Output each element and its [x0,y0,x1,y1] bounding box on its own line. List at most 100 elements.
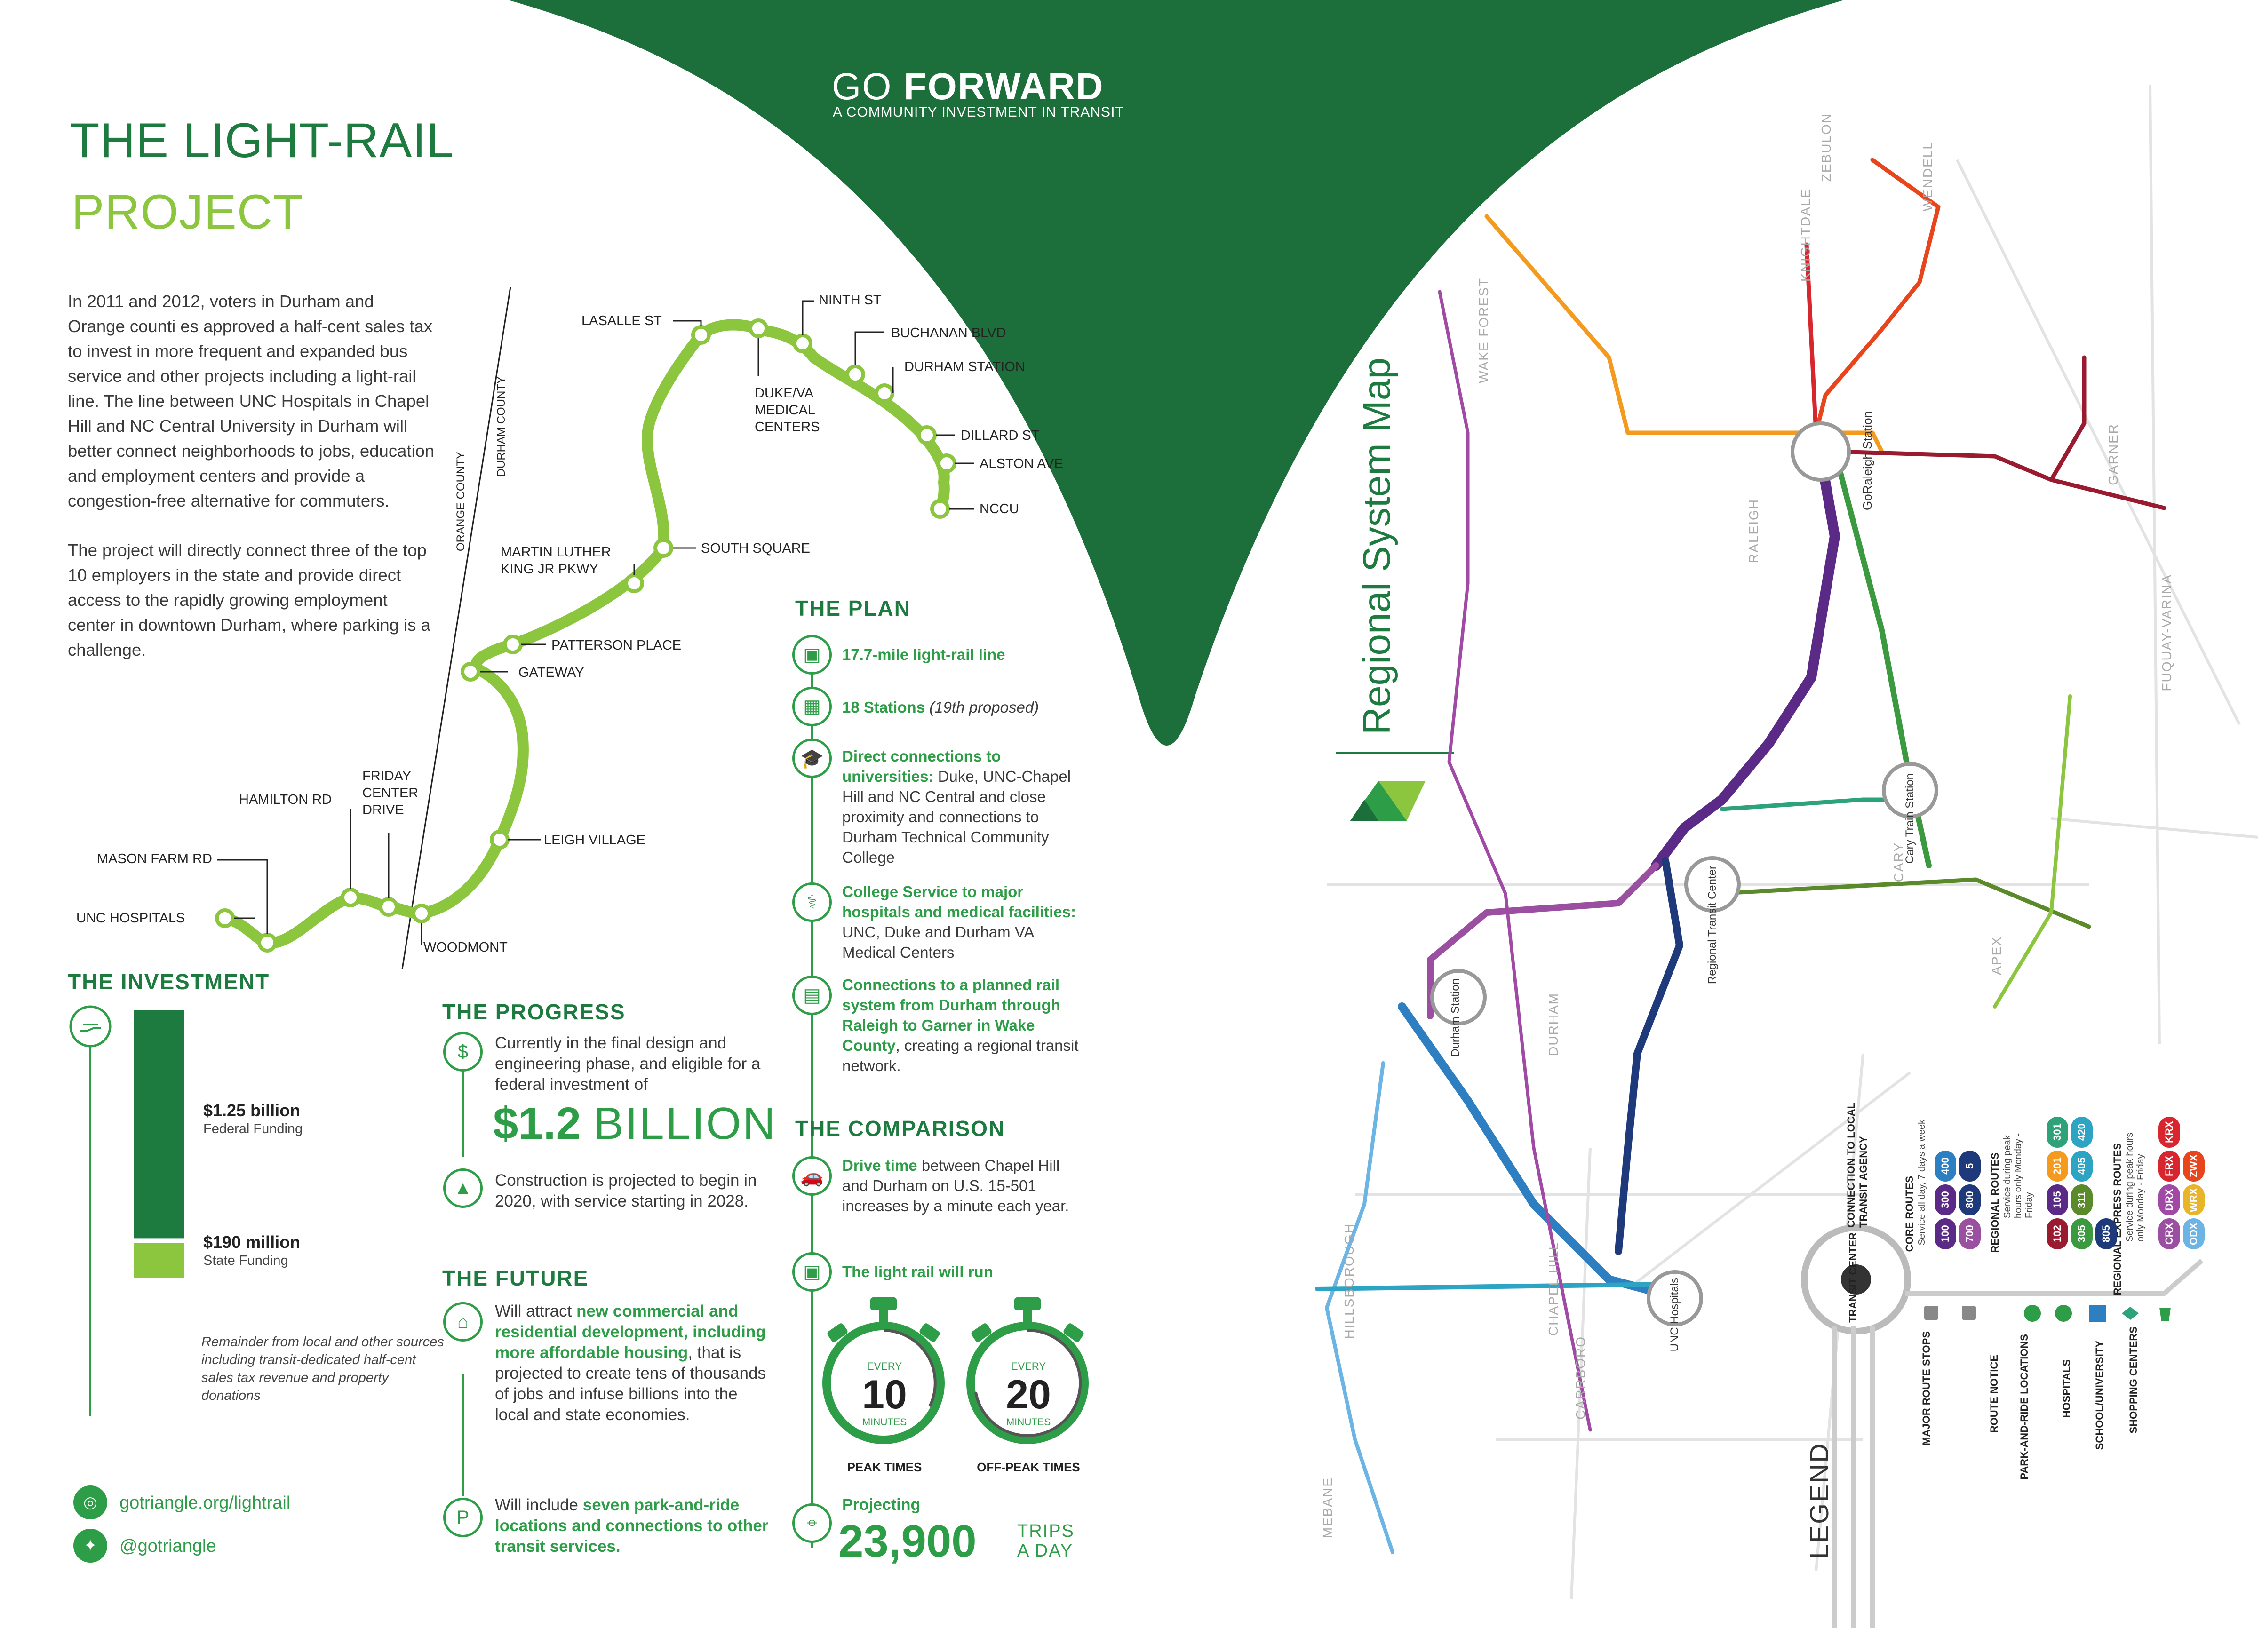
stop-label-dillard: DILLARD ST [961,428,1040,443]
regional-route-pill: 805 [2095,1218,2117,1249]
stop-label-mlk: MARTIN LUTHER KING JR PKWY [501,545,611,577]
route-red-2 [1814,158,1941,435]
hub-label-rtc: Regional Transit Center [1706,866,1719,985]
header-arch-shape [508,0,1844,746]
future-item-2-bold: seven park-and-ride locations and connec… [495,1496,769,1556]
station-leaders [217,300,974,945]
comparison-item-1-bold: Drive time [842,1157,917,1174]
hub-label-unc: UNC Hospitals [1668,1278,1681,1352]
stop-label-lasalle: LASALLE ST [581,313,662,328]
hub-cary [1882,762,1938,818]
express-route-pill: KRX [2158,1117,2180,1148]
city-carrboro: CARRBORO [1573,1336,1588,1420]
station-markers [215,318,956,953]
big-amount-word: BILLION [593,1098,777,1149]
future-item-1: Will attract new commercial and resident… [495,1301,768,1425]
legend-connection: CONNECTION TO LOCAL TRANSIT AGENCY [1845,1103,1869,1228]
city-durham: DURHAM [1546,993,1561,1056]
regional-system-map [1315,84,2259,1600]
legend-route-notice: ROUTE NOTICE [1988,1355,2000,1433]
transit-hubs [1430,421,1938,1326]
train-icon: ▣ [792,635,832,675]
offpeak-every: EVERY [1011,1360,1046,1372]
house-icon: ⌂ [443,1302,483,1342]
legend-transit-center: TRANSIT CENTER [1847,1232,1859,1323]
express-route-pill: ODX [2183,1218,2205,1249]
offpeak-unit: MINUTES [1006,1417,1051,1428]
hub-label-goraleigh: GoRaleigh Station [1860,411,1874,511]
future-item-1-pre: Will attract [495,1302,577,1320]
city-wake-forest: WAKE FOREST [1476,278,1491,383]
route-red [1804,242,1818,435]
regional-route-pill: 105 [2047,1184,2068,1215]
legend-title: LEGEND [1804,1442,1834,1559]
park-ride-legend-icon [2055,1305,2072,1322]
route-notice-icon [2024,1305,2041,1322]
rail-car-icon: ▤ [792,976,832,1015]
stopwatch-graphics [822,1297,1089,1444]
comparison-item-1-rest: between Chapel Hill and Durham on U.S. 1… [842,1157,1069,1215]
investment-graphics [69,1005,112,1416]
brand-subtitle: A COMMUNITY INVESTMENT IN TRANSIT [833,104,1124,120]
core-route-pill: 700 [1959,1218,1981,1249]
county-line [401,286,511,969]
station-icon: ▦ [792,687,832,726]
web-link[interactable]: gotriangle.org/lightrail [119,1493,291,1513]
route-lightblue [1325,1061,1394,1554]
dollar-icon: $ [443,1032,483,1072]
stop-label-unc-hospitals: UNC HOSPITALS [76,911,185,926]
location-pin-icon: ⌖ [792,1503,832,1543]
city-hillsborough: HILLSBOROUGH [1342,1223,1356,1339]
brand-title: GO FORWARD [832,65,1104,108]
stop-label-alston: ALSTON AVE [980,456,1063,471]
regional-route-pill: 311 [2071,1184,2093,1215]
plan-item-1-text: 17.7-mile light-rail line [842,646,1005,663]
station-leigh-village [490,830,510,850]
peak-every: EVERY [867,1360,902,1372]
offpeak-label: OFF-PEAK TIMES [977,1460,1080,1474]
stop-label-leigh-village: LEIGH VILLAGE [544,833,645,848]
plan-item-3-bold: Direct connections to universities: [842,747,1001,785]
page-title-line2: PROJECT [72,185,303,239]
traffic-cone-icon: ▲ [443,1168,483,1208]
progress-item-1: Currently in the final design and engine… [495,1034,761,1094]
route-lime [1993,694,2072,1009]
station-durham-station [875,383,894,403]
offpeak-minutes: 20 [1006,1372,1051,1417]
legend-park-ride: PARK-AND-RIDE LOCATIONS [2018,1334,2030,1480]
station-unc-hospitals [215,908,235,928]
federal-label: Federal Funding [203,1121,303,1136]
regional-route-pill: 301 [2047,1117,2068,1148]
core-route-pill: 800 [1959,1184,1981,1215]
intro-paragraph-1: In 2011 and 2012, voters in Durham and O… [68,292,435,510]
express-route-pill: CRX [2158,1218,2180,1249]
stop-label-buchanan: BUCHANAN BLVD [891,326,1006,341]
twitter-icon: ✦ [73,1529,107,1563]
investment-bar-chart [134,1010,184,1278]
hub-label-durham: Durham Station [1449,978,1462,1057]
city-wendell: WENDELL [1920,141,1935,212]
major-stop-symbol [1924,1306,1938,1320]
county-label-orange: ORANGE COUNTY [454,452,467,552]
stop-label-woodmont: WOODMONT [423,940,508,955]
big-amount-number: $1.2 [493,1098,581,1149]
station-lasalle [691,325,711,345]
core-route-pill: 5 [1959,1151,1981,1182]
legend-school: SCHOOL/UNIVERSITY [2094,1341,2105,1450]
station-friday-center [379,897,398,917]
hub-regional-transit-center [1684,856,1741,913]
remainder-note: Remainder from local and other sources i… [201,1334,444,1403]
money-hand-icon [69,1005,112,1048]
city-fuquay-varina: FUQUAY-VARINA [2159,574,2174,691]
peak-unit: MINUTES [862,1417,907,1428]
plan-item-2: 18 Stations (19th proposed) [842,697,1087,717]
twitter-link[interactable]: @gotriangle [119,1536,216,1556]
plan-item-3: Direct connections to universities: Duke… [842,746,1087,867]
stop-label-nccu: NCCU [980,501,1019,516]
station-nccu [930,499,950,519]
offpeak-stopwatch-icon [966,1297,1089,1444]
route-violet [1427,862,1659,1019]
regional-route-pill: 102 [2047,1218,2068,1249]
legend-regional-title: REGIONAL ROUTES [1989,1152,2001,1253]
projecting-label: Projecting [842,1496,921,1514]
